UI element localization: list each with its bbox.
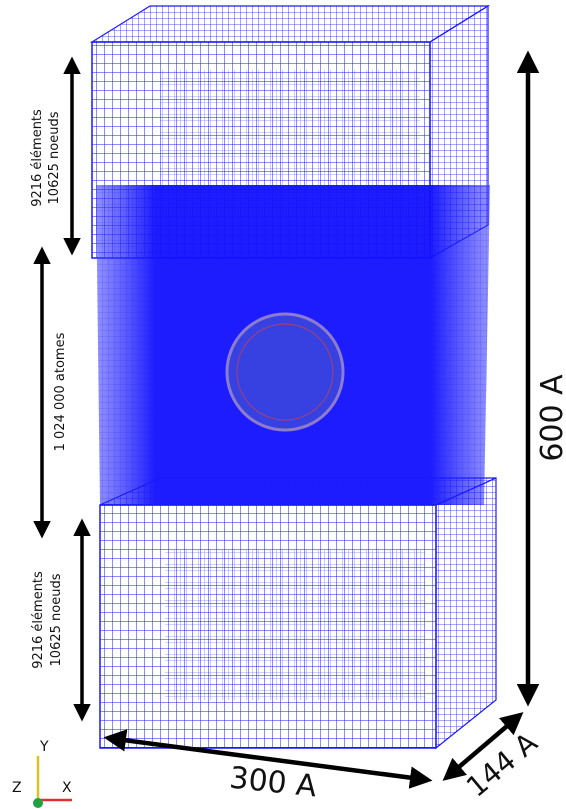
axis-z-label: Z: [12, 780, 22, 796]
axis-triad: Y Z X: [12, 739, 72, 808]
width-arrow: [103, 729, 433, 789]
axis-x-label: X: [62, 780, 72, 796]
axis-origin: [33, 798, 43, 808]
bottom-block-elements-label: 9216 éléments: [31, 571, 46, 669]
atomistic-region: [96, 185, 490, 505]
top-block-elements-label: 9216 éléments: [30, 109, 45, 207]
axis-y-label: Y: [39, 739, 49, 755]
depth-dim-label: 144 A: [460, 726, 544, 804]
void-sphere: [225, 312, 345, 432]
width-dim-label: 300 A: [228, 761, 319, 805]
bottom-block-nodes-label: 10625 noeuds: [49, 573, 64, 666]
top-block-nodes-label: 10625 noeuds: [47, 111, 62, 204]
bottom-mesh-block: [99, 477, 497, 750]
height-dim-label: 600 A: [535, 374, 566, 462]
depth-arrow: [442, 712, 524, 781]
atoms-label: 1 024 000 atomes: [53, 332, 68, 451]
